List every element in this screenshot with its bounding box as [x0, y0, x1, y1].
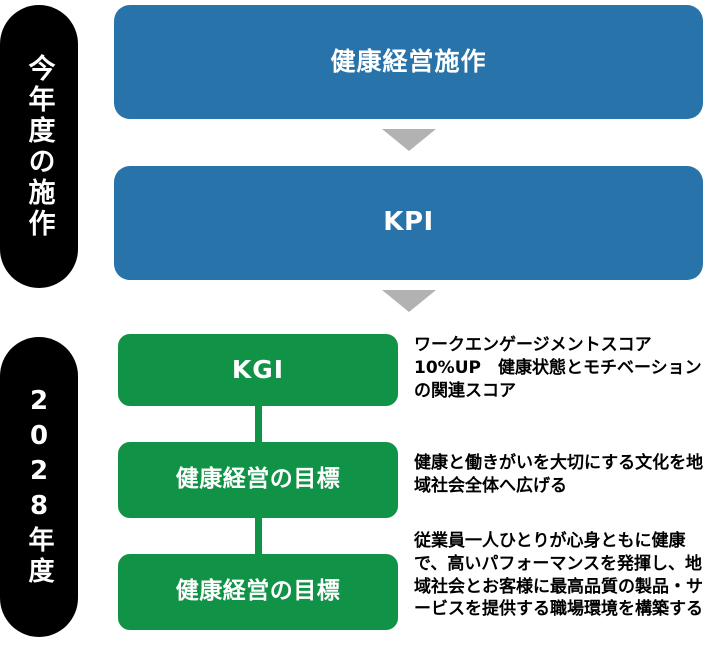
description-health-management-goal-2: 従業員一人ひとりが心身ともに健康で、高いパフォーマンスを発揮し、地域社会とお客様… — [414, 531, 703, 620]
box-kgi-goal-label: KGI — [231, 355, 285, 384]
box-health-management-goal-2: 健康経営の目標 — [118, 554, 398, 630]
triangle-down-icon — [382, 290, 436, 312]
side-label-current-year: 今年度の施作 — [0, 5, 78, 288]
box-health-management-goal-1: 健康経営の目標 — [118, 442, 398, 518]
box-health-management-goal-1-label: 健康経営の目標 — [175, 466, 341, 493]
box-kpi-label: KPI — [383, 207, 434, 238]
connector-line-goal-1-to-goal-2 — [255, 512, 262, 560]
box-health-management-policy-label: 健康経営施作 — [330, 47, 487, 76]
box-health-management-policy: 健康経営施作 — [114, 5, 703, 119]
side-label-fy2028-text: 2028年度 — [24, 386, 54, 588]
description-kgi: ワークエンゲージメントスコア10%UP 健康状態とモチベーションの関連スコア — [414, 335, 702, 401]
description-health-management-goal-1: 健康と働きがいを大切にする文化を地域社会全体へ広げる — [414, 453, 704, 496]
box-health-management-goal-2-label: 健康経営の目標 — [175, 578, 341, 605]
box-kpi: KPI — [114, 166, 703, 280]
triangle-down-icon — [382, 129, 436, 151]
box-kgi-goal: KGI — [118, 334, 398, 406]
side-label-current-year-text: 今年度の施作 — [23, 53, 55, 240]
side-label-fy2028: 2028年度 — [0, 337, 78, 637]
connector-line-kgi-to-goal-1 — [255, 400, 262, 448]
